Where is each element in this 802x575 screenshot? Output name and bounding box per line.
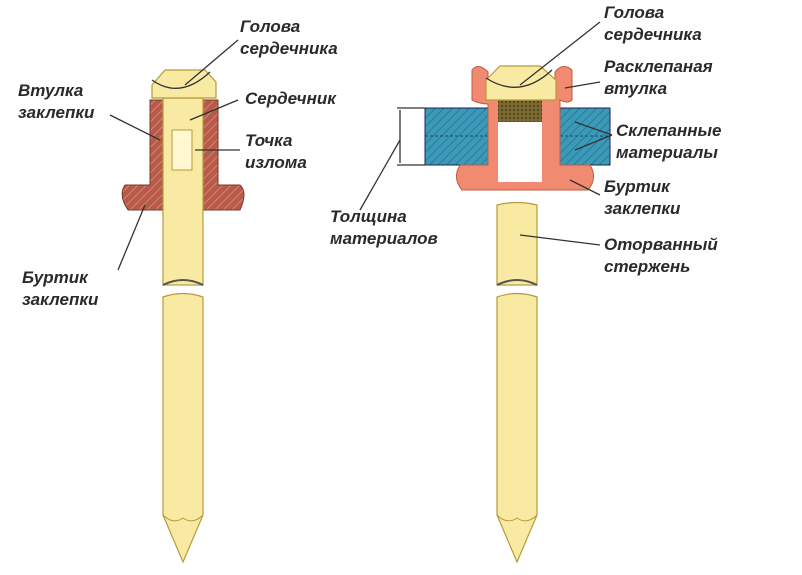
broken-stem-lower [496, 292, 538, 564]
right-mandrel-head [485, 65, 557, 101]
left-mandrel-lower [162, 292, 204, 564]
label-mandrel: Сердечник [245, 89, 337, 108]
left-break-point [171, 129, 193, 171]
right-rivet [397, 65, 611, 564]
left-mandrel-head [151, 69, 217, 99]
leader-lines [109, 21, 613, 271]
mandrel-remnant [498, 100, 542, 122]
broken-stem-upper [496, 201, 538, 286]
left-mandrel-upper [162, 97, 204, 286]
rivet-cavity [498, 120, 542, 182]
left-rivet [121, 69, 245, 564]
